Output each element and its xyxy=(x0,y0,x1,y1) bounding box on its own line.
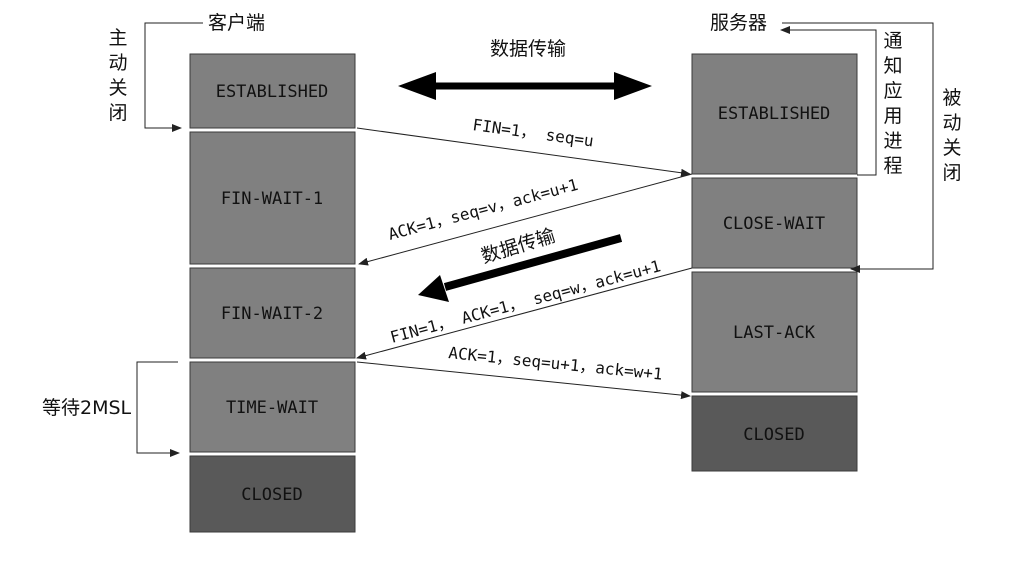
client-state-time-wait-label: TIME-WAIT xyxy=(226,398,318,418)
client-title: 客户端 xyxy=(208,12,265,34)
message-arrow-fin xyxy=(356,127,691,177)
client-state-closed-label: CLOSED xyxy=(241,485,302,505)
double-arrow-icon xyxy=(398,72,652,100)
server-state-close-wait: CLOSE-WAIT xyxy=(691,177,858,269)
passive-close-char-2: 关 xyxy=(942,137,961,159)
server-state-established-label: ESTABLISHED xyxy=(718,104,831,124)
active-close-char-2: 关 xyxy=(108,77,127,99)
message-label-fin-ack: FIN=1， ACK=1， seq=w，ack=u+1 xyxy=(388,256,663,347)
server-state-established: ESTABLISHED xyxy=(691,53,858,175)
active-close-bracket xyxy=(144,22,203,132)
client-state-fin-wait-2: FIN-WAIT-2 xyxy=(189,267,356,359)
active-close-char-1: 动 xyxy=(108,52,127,74)
server-title: 服务器 xyxy=(710,12,767,34)
notify-app-char-2: 应 xyxy=(883,80,902,102)
client-state-closed: CLOSED xyxy=(189,455,356,533)
message-label-final-ack: ACK=1，seq=u+1，ack=w+1 xyxy=(448,343,664,384)
wait-2msl-label: 等待2MSL xyxy=(42,397,132,419)
notify-app-char-3: 用 xyxy=(883,105,902,127)
message-arrow-fin-ack xyxy=(356,267,693,360)
message-label-fin: FIN=1， seq=u xyxy=(471,115,594,150)
active-close-char-0: 主 xyxy=(108,27,127,49)
passive-close-char-1: 动 xyxy=(942,112,961,134)
client-state-fin-wait-1-label: FIN-WAIT-1 xyxy=(221,189,323,209)
notify-app-bracket xyxy=(780,26,877,176)
wait-2msl-bracket xyxy=(136,361,180,457)
server-state-last-ack: LAST-ACK xyxy=(691,271,858,393)
client-state-established-label: ESTABLISHED xyxy=(216,82,329,102)
server-state-last-ack-label: LAST-ACK xyxy=(733,323,816,343)
client-state-fin-wait-2-label: FIN-WAIT-2 xyxy=(221,304,323,324)
server-state-closed-label: CLOSED xyxy=(743,425,804,445)
passive-close-char-0: 被 xyxy=(942,87,961,109)
client-state-established: ESTABLISHED xyxy=(189,53,356,129)
notify-app-char-5: 程 xyxy=(883,155,902,177)
message-arrow-final-ack xyxy=(356,361,691,400)
server-state-close-wait-label: CLOSE-WAIT xyxy=(723,214,825,234)
thick-arrow-icon xyxy=(418,234,623,302)
notify-app-char-4: 进 xyxy=(883,130,902,152)
data-transfer-both-label: 数据传输 xyxy=(490,38,566,60)
passive-close-char-3: 闭 xyxy=(942,162,961,184)
active-close-char-3: 闭 xyxy=(108,102,127,124)
notify-app-char-1: 知 xyxy=(883,55,902,77)
message-arrow-ack xyxy=(358,173,693,266)
passive-close-bracket xyxy=(782,22,934,273)
client-state-time-wait: TIME-WAIT xyxy=(189,361,356,453)
notify-app-char-0: 通 xyxy=(883,30,902,52)
server-state-closed: CLOSED xyxy=(691,395,858,472)
client-state-fin-wait-1: FIN-WAIT-1 xyxy=(189,131,356,265)
